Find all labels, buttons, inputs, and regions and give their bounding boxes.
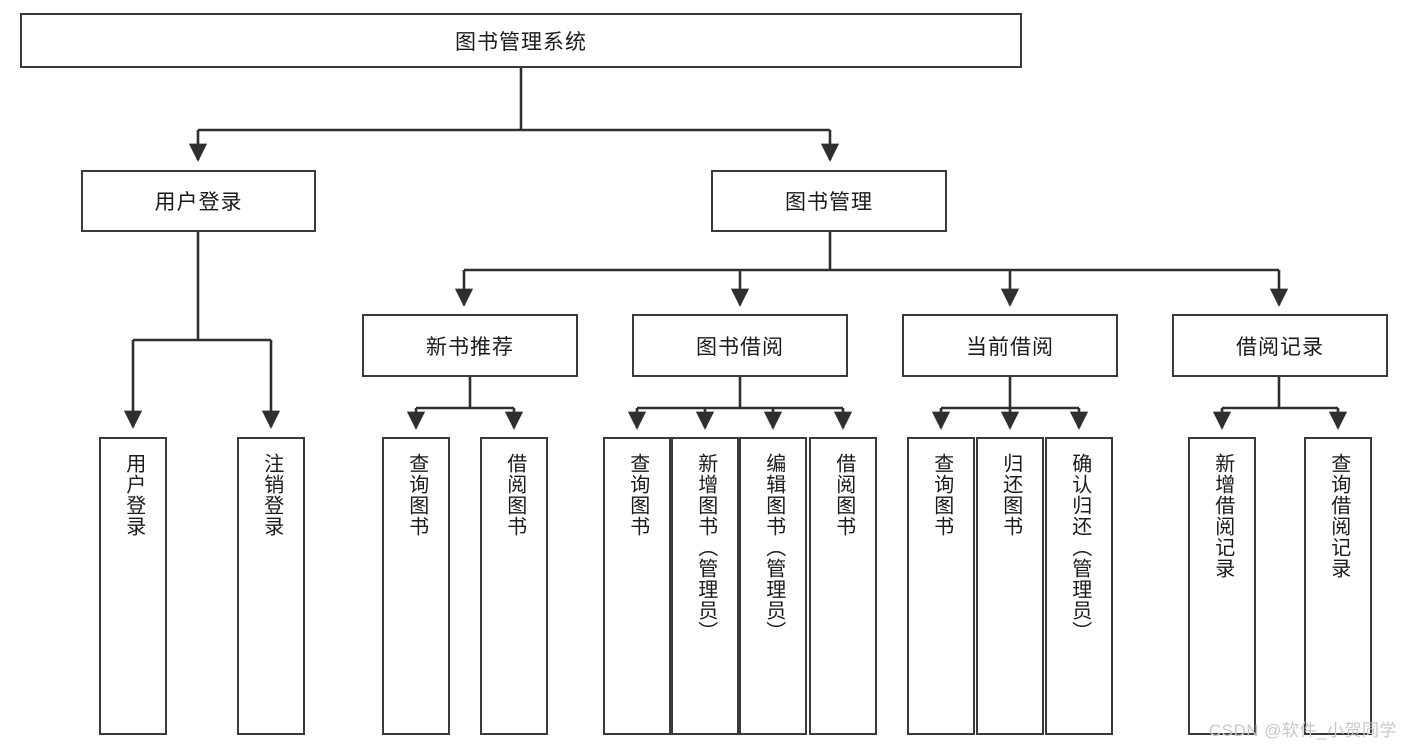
node-label: 当前借阅 (966, 335, 1054, 359)
leaf-confirm-return-admin[interactable]: 确认归还（管理员） (1045, 437, 1113, 735)
leaf-logout[interactable]: 注销登录 (237, 437, 305, 735)
node-label: 查询图书 (626, 453, 649, 537)
node-root-system[interactable]: 图书管理系统 (20, 13, 1022, 68)
leaf-query-book-borrow[interactable]: 查询图书 (603, 437, 671, 735)
node-label: 确认归还（管理员） (1068, 453, 1091, 642)
leaf-add-book-admin[interactable]: 新增图书（管理员） (671, 437, 739, 735)
node-current-borrow[interactable]: 当前借阅 (902, 314, 1118, 377)
node-user-login[interactable]: 用户登录 (81, 170, 316, 232)
node-label: 查询图书 (405, 453, 428, 537)
leaf-add-borrow-record[interactable]: 新增借阅记录 (1188, 437, 1256, 735)
node-new-book-recommend[interactable]: 新书推荐 (362, 314, 578, 377)
node-label: 图书管理 (785, 191, 873, 214)
leaf-query-book-current[interactable]: 查询图书 (907, 437, 975, 735)
leaf-edit-book-admin[interactable]: 编辑图书（管理员） (739, 437, 807, 735)
node-label: 编辑图书（管理员） (762, 453, 785, 642)
node-label: 查询图书 (930, 453, 953, 537)
node-borrow-record[interactable]: 借阅记录 (1172, 314, 1388, 377)
node-label: 借阅图书 (503, 453, 526, 537)
leaf-borrow-book[interactable]: 借阅图书 (809, 437, 877, 735)
leaf-query-book-new[interactable]: 查询图书 (382, 437, 450, 735)
node-label: 新增图书（管理员） (694, 453, 717, 642)
node-book-management[interactable]: 图书管理 (711, 170, 947, 232)
node-label: 归还图书 (999, 453, 1022, 537)
node-label: 图书借阅 (696, 335, 784, 359)
node-label: 用户登录 (122, 453, 145, 537)
node-label: 用户登录 (154, 191, 243, 214)
node-label: 新增借阅记录 (1211, 453, 1234, 579)
watermark: CSDN @软件_小贺同学 (1208, 721, 1397, 740)
node-label: 借阅图书 (832, 453, 855, 537)
leaf-query-borrow-record[interactable]: 查询借阅记录 (1304, 437, 1372, 735)
node-label: 新书推荐 (426, 335, 514, 359)
node-label: 图书管理系统 (455, 30, 587, 54)
node-label: 注销登录 (260, 453, 283, 537)
node-label: 查询借阅记录 (1327, 453, 1350, 579)
leaf-borrow-book-new[interactable]: 借阅图书 (480, 437, 548, 735)
node-book-borrow[interactable]: 图书借阅 (632, 314, 848, 377)
leaf-user-login[interactable]: 用户登录 (99, 437, 167, 735)
node-label: 借阅记录 (1236, 335, 1324, 359)
leaf-return-book[interactable]: 归还图书 (976, 437, 1044, 735)
